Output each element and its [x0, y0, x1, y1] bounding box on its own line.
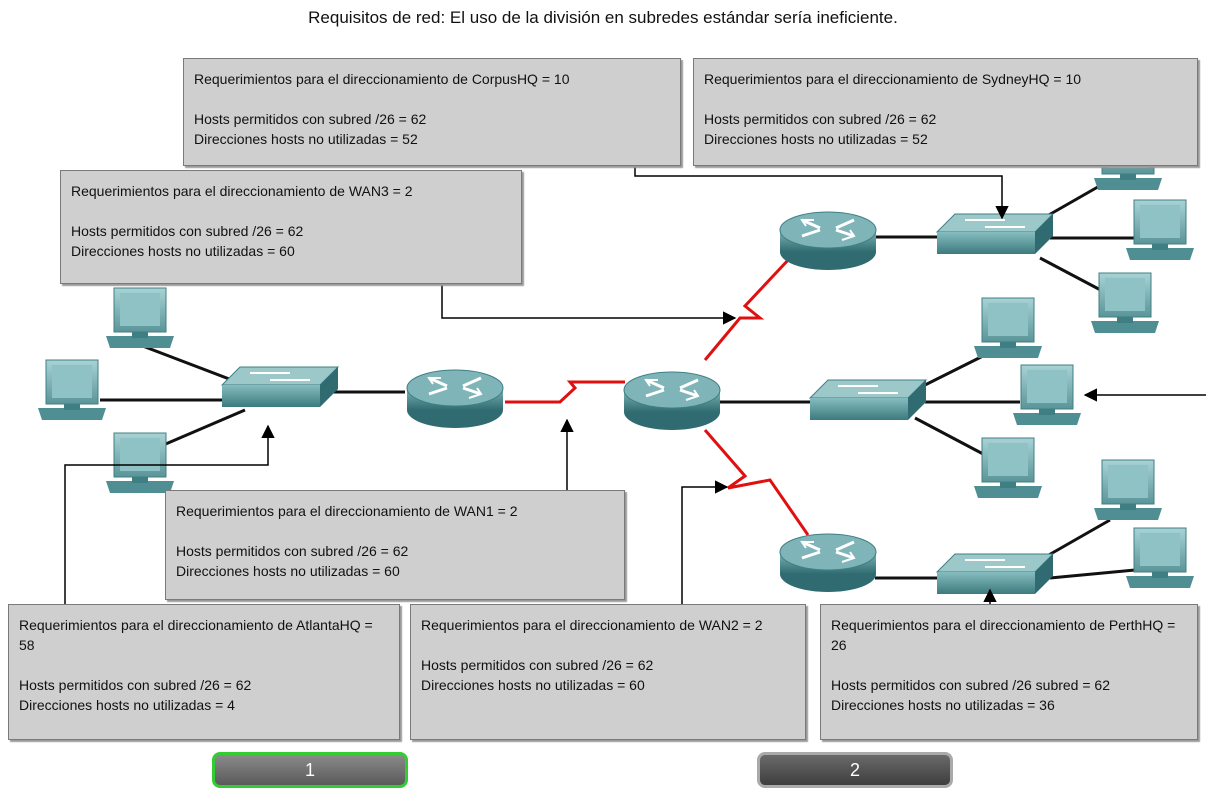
lan-link: [1049, 568, 1136, 580]
wan1-requirement: Requerimientos para el direccionamiento …: [176, 503, 518, 519]
atlanta-switch-icon: [221, 366, 339, 408]
wan3-hosts: Hosts permitidos con subred /26 = 62: [71, 223, 304, 239]
sydney-router-icon: [778, 210, 878, 272]
corpus-pc-icon: [1012, 364, 1082, 426]
wan1-info-box: Requerimientos para el direccionamiento …: [165, 490, 625, 600]
atlanta-requirement: Requerimientos para el direccionamiento …: [19, 617, 373, 653]
atlanta-callout-arrow: [64, 424, 275, 605]
corpus-unused: Direcciones hosts no utilizadas = 52: [194, 131, 418, 147]
atlanta-pc-icon: [37, 359, 107, 421]
atlanta-hosts: Hosts permitidos con subred /26 = 62: [19, 677, 252, 693]
wan1-hosts: Hosts permitidos con subred /26 = 62: [176, 543, 409, 559]
lan-link: [1039, 256, 1111, 297]
corpus-switch-icon: [809, 379, 927, 421]
wan1-link: [505, 380, 625, 404]
perth-pc-icon: [1093, 459, 1163, 521]
corpus-router-icon: [622, 370, 722, 432]
page-1-button[interactable]: 1: [212, 752, 408, 788]
sydney-info-box: Requerimientos para el direccionamiento …: [693, 58, 1198, 166]
corpus-pc-icon: [973, 437, 1043, 499]
page-2-button[interactable]: 2: [757, 752, 953, 788]
atlanta-pc-icon: [105, 432, 175, 494]
wan3-callout-arrow: [441, 285, 737, 325]
lan-link: [914, 353, 986, 392]
sydney-pc-icon: [1125, 199, 1195, 261]
perth-requirement: Requerimientos para el direccionamiento …: [831, 617, 1176, 653]
perth-hosts: Hosts permitidos con subred /26 subred =…: [831, 677, 1110, 693]
wan2-callout-arrow: [681, 480, 729, 605]
wan3-link: [703, 256, 792, 361]
wan2-info-box: Requerimientos para el direccionamiento …: [410, 604, 806, 740]
perth-router-icon: [778, 532, 878, 594]
wan3-info-box: Requerimientos para el direccionamiento …: [60, 170, 522, 284]
atlanta-router-icon: [405, 368, 505, 430]
sydney-callout-arrow: [634, 165, 1009, 220]
perth-unused: Direcciones hosts no utilizadas = 36: [831, 697, 1055, 713]
atlanta-pc-icon: [105, 287, 175, 349]
sydney-pc-icon: [1090, 272, 1160, 334]
lan-link: [139, 343, 246, 387]
corpus-requirement: Requerimientos para el direccionamiento …: [194, 71, 570, 87]
perth-info-box: Requerimientos para el direccionamiento …: [820, 604, 1198, 740]
atlanta-unused: Direcciones hosts no utilizadas = 4: [19, 697, 235, 713]
sydney-hosts: Hosts permitidos con subred /26 = 62: [704, 111, 937, 127]
wan2-unused: Direcciones hosts no utilizadas = 60: [421, 677, 645, 693]
sydney-requirement: Requerimientos para el direccionamiento …: [704, 71, 1082, 87]
corpus-info-box: Requerimientos para el direccionamiento …: [183, 58, 681, 166]
corpus-hosts: Hosts permitidos con subred /26 = 62: [194, 111, 427, 127]
corpus-pc-icon: [973, 297, 1043, 359]
atlanta-info-box: Requerimientos para el direccionamiento …: [8, 604, 400, 740]
wan3-requirement: Requerimientos para el direccionamiento …: [71, 183, 413, 199]
perth-switch-icon: [936, 553, 1054, 595]
perth-pc-icon: [1125, 527, 1195, 589]
wan3-unused: Direcciones hosts no utilizadas = 60: [71, 243, 295, 259]
wan1-unused: Direcciones hosts no utilizadas = 60: [176, 563, 400, 579]
wan2-requirement: Requerimientos para el direccionamiento …: [421, 617, 763, 633]
lan-link: [914, 416, 986, 457]
sydney-unused: Direcciones hosts no utilizadas = 52: [704, 131, 928, 147]
page-title: Requisitos de red: El uso de la división…: [308, 8, 898, 27]
wan2-hosts: Hosts permitidos con subred /26 = 62: [421, 657, 654, 673]
wan2-link: [703, 429, 810, 536]
sydney-switch-icon: [936, 213, 1054, 255]
lan-link: [1039, 518, 1111, 562]
